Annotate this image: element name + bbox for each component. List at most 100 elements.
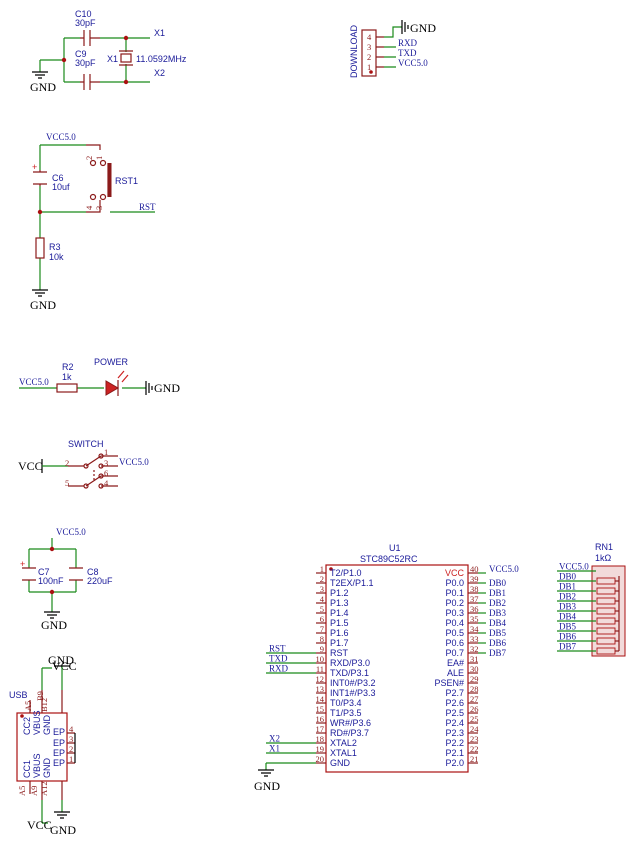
u1-net-label-9: RST	[269, 644, 286, 654]
usb-vbus-bot: VBUS	[32, 753, 42, 778]
c7-ref: C7	[38, 567, 50, 577]
c10-value: 30pF	[75, 18, 96, 28]
u1-pin-7-name: P1.6	[330, 628, 349, 638]
u1-pin-30-name: ALE	[447, 668, 464, 678]
u1-net-label-19: X1	[269, 744, 280, 754]
u1-pin-14-name: T0/P3.4	[330, 698, 362, 708]
u1-pin-12-number: 12	[316, 674, 325, 684]
dl-pin-2: 2	[367, 52, 371, 62]
u1-pin-7-number: 7	[320, 624, 324, 634]
svg-text:+: +	[32, 162, 37, 172]
c9-value: 30pF	[75, 58, 96, 68]
u1-pin-35-name: P0.4	[445, 618, 464, 628]
u1-pin-40-number: 40	[470, 564, 479, 574]
u1-pin-34-name: P0.5	[445, 628, 464, 638]
u1-pin-37-number: 37	[470, 594, 479, 604]
u1-pin-16-name: WR#/P3.6	[330, 718, 371, 728]
u1-pin-35-number: 35	[470, 614, 479, 624]
u1-pin-2-name: T2EX/P1.1	[330, 578, 374, 588]
net-x1-label: X1	[154, 28, 165, 38]
usb-gnd-pin-top: GND	[42, 715, 52, 736]
u1-pin-1-number: 1	[320, 564, 324, 574]
sw-pin-3: 3	[104, 458, 108, 468]
switch-label: SWITCH	[68, 439, 104, 449]
download-header: DOWNLOAD 4 3 2 1 GND RXD TXD VCC5.0	[349, 20, 436, 78]
net-x2-label: X2	[154, 68, 165, 78]
u1-pin-29-number: 29	[470, 674, 479, 684]
u1-rnet-label-32: DB7	[489, 648, 507, 658]
usb-ep-2: EP	[53, 738, 65, 748]
dl-net-vcc: VCC5.0	[398, 58, 428, 68]
u1-pin-20-number: 20	[316, 754, 325, 764]
u1-rnet-label-37: DB2	[489, 598, 506, 608]
u1-pin-34-number: 34	[470, 624, 479, 634]
caps-gnd-label: GND	[41, 618, 67, 632]
u1-pin-3-number: 3	[320, 584, 324, 594]
usb-top-pin-b12: B12	[39, 698, 49, 712]
u1-pin-31-name: EA#	[447, 658, 464, 668]
u1-rnet-label-40: VCC5.0	[489, 564, 519, 574]
usb-bot-pin-a9: A9	[29, 786, 39, 796]
u1-pin-20-name: GND	[330, 758, 351, 768]
rst-pin-4: 4	[84, 205, 94, 210]
usb-vcc-bot: VCC	[27, 818, 52, 832]
u1-pin-36-name: P0.3	[445, 608, 464, 618]
u1-pin-31-number: 31	[470, 654, 479, 664]
u1-part: STC89C52RC	[360, 554, 418, 564]
usb-ep-4: EP	[53, 758, 65, 768]
usb-top-pin-b9: B9	[35, 691, 45, 701]
u1-pin-22-name: P2.1	[445, 748, 464, 758]
u1-pin-23-name: P2.2	[445, 738, 464, 748]
usb-ep-3: EP	[53, 748, 65, 758]
u1-pin-26-name: P2.5	[445, 708, 464, 718]
r2-value: 1k	[62, 372, 72, 382]
x1-ref: X1	[107, 54, 118, 64]
u1-pin-13-number: 13	[316, 684, 325, 694]
power-switch-circuit: SWITCH VCC 2 5 1 3 6 4 VCC5.0	[18, 439, 149, 489]
rn1-net-7: DB6	[559, 632, 577, 642]
rn1-net-5: DB4	[559, 612, 577, 622]
rn1-net-2: DB1	[559, 582, 576, 592]
usb-label: USB	[9, 690, 28, 700]
u1-pin-33-number: 33	[470, 634, 479, 644]
power-gnd-label: GND	[154, 381, 180, 395]
dl-pin-4: 4	[367, 32, 372, 42]
u1-pin-38-name: P0.1	[445, 588, 464, 598]
sw-pin-1: 1	[104, 447, 108, 457]
u1-pin-39-name: P0.0	[445, 578, 464, 588]
c8-value: 220uF	[87, 576, 113, 586]
usb-bot-pin-a5: A5	[17, 786, 27, 796]
sw-pin-6: 6	[104, 468, 108, 478]
c9-ref: C9	[75, 49, 87, 59]
sw-pin-2: 2	[65, 458, 69, 468]
u1-pin-8-name: P1.7	[330, 638, 349, 648]
u1-pin-40-name: VCC	[445, 568, 465, 578]
u1-pin-17-number: 17	[316, 724, 325, 734]
u1-pin-13-name: INT1#/P3.3	[330, 688, 376, 698]
u1-pin-28-name: P2.7	[445, 688, 464, 698]
u1-net-label-10: TXD	[269, 654, 288, 664]
u1-pin-27-name: P2.6	[445, 698, 464, 708]
sw-pin-4: 4	[104, 478, 109, 488]
u1-pin-28-number: 28	[470, 684, 479, 694]
u1-rnet-label-35: DB4	[489, 618, 507, 628]
u1-rnet-label-33: DB6	[489, 638, 507, 648]
u1-pin-6-number: 6	[320, 614, 324, 624]
u1-pin-12-name: INT0#/P3.2	[330, 678, 376, 688]
u1-pin-10-name: RXD/P3.0	[330, 658, 370, 668]
rn1-net-0: VCC5.0	[559, 562, 589, 572]
rst-net-label: RST	[139, 202, 156, 212]
c6-ref: C6	[52, 173, 64, 183]
usb-bot-pin-a12: A12	[39, 781, 49, 796]
u1-pin-15-number: 15	[316, 704, 325, 714]
dl-gnd-label: GND	[410, 21, 436, 35]
u1-rnet-label-39: DB0	[489, 578, 507, 588]
u1-pin-36-number: 36	[470, 604, 479, 614]
u1-pin-21-number: 21	[470, 754, 479, 764]
u1-rnet-label-36: DB3	[489, 608, 507, 618]
u1-pin-14-number: 14	[316, 694, 325, 704]
